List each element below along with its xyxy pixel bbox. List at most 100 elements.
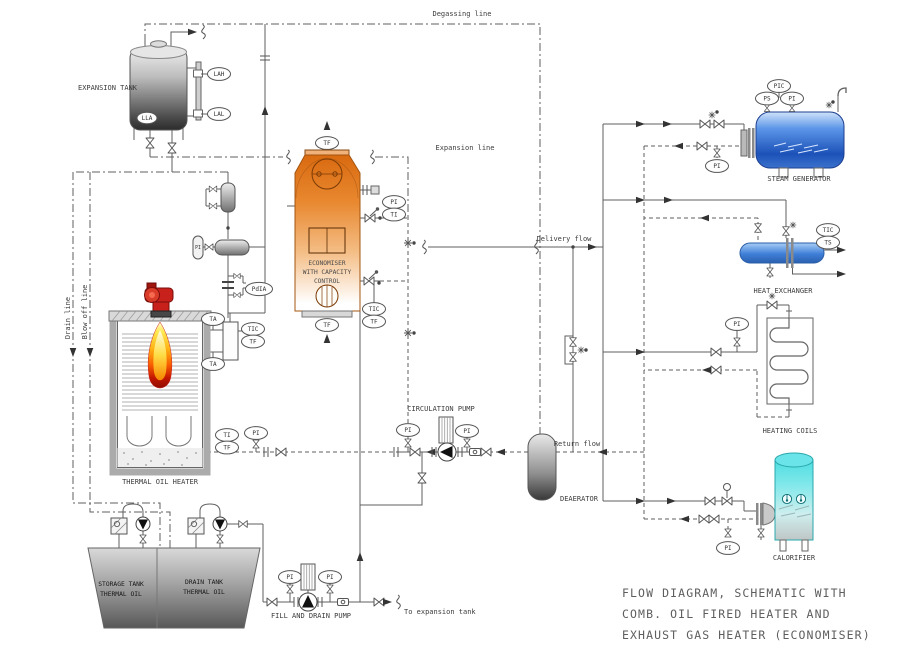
heater-out-pi-indicator: PI	[244, 426, 268, 440]
svg-text:LAL: LAL	[214, 111, 225, 118]
svg-text:PI: PI	[733, 321, 741, 328]
air-separator-cluster: PI PdIA	[192, 55, 273, 298]
sg-nozzle	[740, 129, 748, 157]
svg-text:TF: TF	[370, 319, 378, 326]
cal-pi-indicator: PI	[716, 541, 740, 555]
tanks-body	[87, 547, 261, 629]
economiser: TF ECONOMISER WITH CAPACITY CONTROL TF P…	[294, 121, 539, 343]
sg-return-pi-indicator: PI	[705, 159, 729, 173]
svg-text:PdIA: PdIA	[252, 286, 267, 293]
fill-drain-pump-label: FILL AND DRAIN PUMP	[271, 612, 351, 620]
heater-control-box	[222, 321, 239, 361]
cal-spray	[778, 504, 812, 518]
hc-serpentine	[769, 318, 809, 404]
fill-drain-pump: PI PI FILL AND DRAIN PUMP To expansion t…	[266, 552, 476, 620]
pressure-gauge-capsule: PI	[192, 235, 204, 260]
control-valve-actuator	[723, 483, 731, 491]
degassing-line-label: Degassing line	[432, 10, 491, 18]
eco-nozzle-cap	[370, 185, 380, 195]
svg-text:TF: TF	[323, 322, 331, 329]
lal-indicator: LAL	[207, 107, 231, 121]
svg-text:LLA: LLA	[142, 115, 153, 122]
svg-text:PS: PS	[763, 96, 771, 103]
hc-box	[766, 317, 814, 405]
hx-shell	[739, 242, 825, 264]
burner	[144, 282, 174, 318]
svg-text:PIC: PIC	[774, 83, 785, 90]
svg-text:TF: TF	[223, 445, 231, 452]
eco-tic-indicator: TIC	[362, 302, 386, 316]
heater-ta-top-indicator: TA	[201, 312, 225, 326]
circulation-pump-symbol	[437, 442, 457, 462]
thermal-oil-heater-label: THERMAL OIL HEATER	[122, 478, 199, 486]
sg-ps-indicator: PS	[755, 91, 779, 106]
economiser-label-3: CONTROL	[314, 278, 340, 285]
heat-exchanger-label: HEAT EXCHANGER	[753, 287, 813, 295]
circ-pi-left-indicator: PI	[396, 423, 420, 437]
heater-ta-bottom-indicator: TA	[201, 357, 225, 371]
heater-tf-indicator: TF	[241, 334, 265, 349]
sg-water-level	[773, 142, 829, 154]
svg-text:TIC: TIC	[248, 326, 259, 333]
vent-arrestor-2	[187, 517, 205, 535]
fill-pump-symbol	[298, 592, 318, 612]
sg-pic-indicator: PIC	[767, 79, 791, 93]
deaerator: DEAERATOR Return flow	[527, 433, 607, 503]
calorifier: PI CALORIFIER	[636, 452, 816, 562]
title-line-1: FLOW DIAGRAM, SCHEMATIC WITH	[622, 586, 847, 600]
heater-out-ti-indicator: TI	[215, 428, 239, 442]
eco-lid	[304, 149, 350, 156]
vent-arrestor-1	[110, 517, 128, 535]
expansion-tank: EXPANSION TANK LAH LAL LLA	[78, 24, 231, 154]
to-expansion-tank-label: To expansion tank	[404, 608, 476, 616]
eco-tf-top-indicator: TF	[315, 136, 339, 150]
degassing-line-pipe	[144, 23, 541, 434]
blow-off-line-label: Blow off line	[81, 285, 89, 340]
economiser-label-1: ECONOMISER	[308, 260, 346, 267]
circ-pi-right-indicator: PI	[455, 424, 479, 438]
eco-body	[294, 154, 361, 312]
drain-line-label: Drain line	[64, 297, 72, 339]
heater-out-tf-indicator: TF	[215, 440, 239, 455]
delivery-flow-label: Delivery flow	[537, 235, 593, 243]
title-line-3: EXHAUST GAS HEATER (ECONOMISER)	[622, 628, 871, 642]
delivery-line: Delivery flow	[537, 235, 597, 362]
sg-shell	[755, 111, 845, 169]
eco-pi-indicator: PI	[382, 195, 406, 209]
cal-thermometer-1	[781, 493, 793, 505]
svg-text:PI: PI	[404, 427, 412, 434]
svg-text:PI: PI	[195, 245, 201, 251]
manhole	[150, 40, 167, 48]
expansion-line-label: Expansion line	[435, 144, 494, 152]
storage-tank-label-2: THERMAL OIL	[100, 591, 142, 598]
heater-tic-indicator: TIC	[241, 322, 265, 336]
economiser-label-2: WITH CAPACITY	[303, 269, 352, 276]
svg-text:PI: PI	[252, 430, 260, 437]
drain-blowoff-pipes	[72, 171, 228, 548]
steam-generator-label: STEAM GENERATOR	[767, 175, 831, 183]
title-block: FLOW DIAGRAM, SCHEMATIC WITH COMB. OIL F…	[622, 586, 871, 642]
calorifier-label: CALORIFIER	[773, 554, 816, 562]
svg-text:TI: TI	[223, 432, 231, 439]
circulation-line: TI TF PI PI PI CIRCULATION PUMP	[215, 405, 505, 484]
cal-thermometer-2	[795, 493, 807, 505]
fill-pi-left-indicator: PI	[278, 570, 302, 584]
svg-text:PI: PI	[463, 428, 471, 435]
hx-ts-indicator: TS	[816, 235, 840, 250]
svg-text:TIC: TIC	[823, 227, 834, 234]
svg-text:PI: PI	[713, 163, 721, 170]
heater-u-tubes	[126, 416, 192, 447]
pdia-indicator: PdIA	[245, 281, 273, 297]
deaerator-label: DEAERATOR	[560, 495, 599, 503]
svg-text:PI: PI	[724, 545, 732, 552]
fill-filter	[300, 563, 316, 591]
storage-drain-tanks: STORAGE TANK THERMAL OIL DRAIN TANK THER…	[87, 516, 261, 629]
heater-floor	[117, 448, 203, 467]
eco-skirt	[301, 310, 353, 318]
heating-coils-label: HEATING COILS	[763, 427, 818, 435]
drain-tank-label-2: THERMAL OIL	[183, 589, 225, 596]
hx-tic-indicator: TIC	[816, 223, 840, 237]
svg-text:TIC: TIC	[369, 306, 380, 313]
